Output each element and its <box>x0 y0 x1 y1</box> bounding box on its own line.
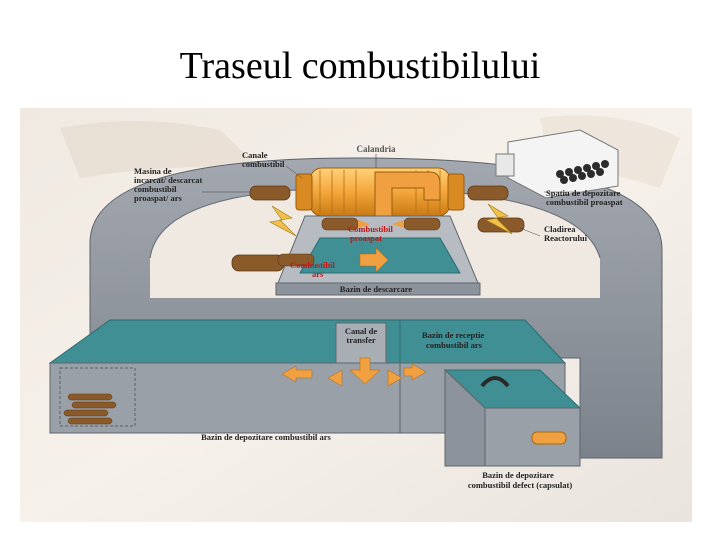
label-defective-fuel-2: combustibil defect (capsulat) <box>468 480 573 490</box>
label-spent-fuel-storage: Bazin de depozitare combustibil ars <box>201 432 331 442</box>
label-spent-fuel-1: Combustibil <box>290 260 336 270</box>
transfer-arrow <box>269 205 297 237</box>
pool-arrows <box>281 357 427 387</box>
spent-fuel-storage-bay <box>48 319 401 434</box>
label-reactor-building-2: Reactorului <box>544 233 588 243</box>
label-transfer-canal-1: Canal de <box>345 326 378 336</box>
fuelling-machine-left <box>231 185 291 272</box>
label-receiving-bay-2: combustibil ars <box>426 340 483 350</box>
slide-title: Traseul combustibilului <box>179 45 541 87</box>
label-fuelling-machine-4: proaspat/ ars <box>134 193 182 203</box>
label-new-fuel-2: proaspat <box>350 233 382 243</box>
label-discharge-bay: Bazin de descarcare <box>340 284 413 294</box>
label-receiving-bay-1: Bazin de receptie <box>422 330 484 340</box>
transfer-canal <box>335 322 387 364</box>
label-transfer-canal-2: transfer <box>346 335 375 345</box>
label-reactor-building-1: Cladirea <box>544 224 576 234</box>
label-fuelling-machine-2: incarcat/ descarcat <box>134 175 203 185</box>
fuel-path-diagram: Calandria Canale combustibil Masina de i… <box>20 108 692 522</box>
label-calandria: Calandria <box>356 144 396 154</box>
discharge-arrow <box>359 247 389 273</box>
label-new-fuel-1: Combustibil <box>348 224 394 234</box>
paper-stain <box>60 120 260 178</box>
label-fuel-channels-2: combustibil <box>242 159 285 169</box>
label-new-fuel-storage-2: combustibil proaspat <box>546 197 623 207</box>
label-spent-fuel-2: ars <box>312 269 324 279</box>
defective-fuel-bay <box>443 368 582 467</box>
discharge-bay <box>275 215 481 296</box>
new-fuel-storage <box>495 129 619 199</box>
diagram-canvas: Calandria Canale combustibil Masina de i… <box>20 108 692 522</box>
fuel-bundles-bay <box>277 217 441 267</box>
label-new-fuel-storage-1: Spatiu de depozitare <box>546 188 621 198</box>
label-fuelling-machine-3: combustibil <box>134 184 177 194</box>
label-fuelling-machine-1: Masina de <box>134 166 172 176</box>
leader-lines <box>202 165 580 237</box>
label-defective-fuel-1: Bazin de depozitare <box>482 470 554 480</box>
label-fuel-channels-1: Canale <box>242 150 268 160</box>
calandria <box>295 167 465 227</box>
transfer-arrow <box>485 203 513 235</box>
